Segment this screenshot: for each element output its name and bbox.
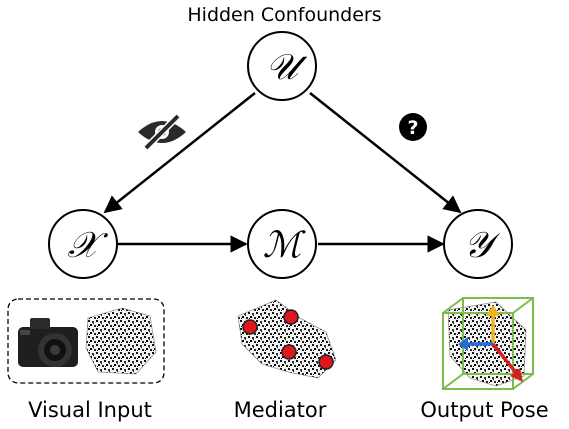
node-u: 𝒰 xyxy=(247,31,317,101)
pose-axis-forward xyxy=(491,342,519,376)
output-pose-illustration xyxy=(442,297,534,390)
node-y: 𝒴 xyxy=(443,209,513,279)
edge-u-to-y xyxy=(309,92,462,214)
edge-u-to-x xyxy=(103,92,256,214)
keypoint-marker xyxy=(281,344,297,360)
camera-icon xyxy=(18,318,78,367)
question-circle-icon: ? xyxy=(399,113,427,141)
bounding-box xyxy=(442,297,534,390)
visual-input-frame xyxy=(7,298,165,384)
mediator-illustration xyxy=(237,299,337,379)
eye-slash-icon xyxy=(138,113,186,151)
node-x: 𝒳 xyxy=(48,209,118,279)
hidden-confounders-title: Hidden Confounders xyxy=(187,4,382,26)
svg-text:?: ? xyxy=(407,117,418,139)
keypoint-marker xyxy=(242,319,258,335)
node-m-label: ℳ xyxy=(263,225,306,266)
mediator-caption: Mediator xyxy=(233,398,327,422)
output-pose-caption: Output Pose xyxy=(420,398,549,422)
visual-input-illustration xyxy=(7,298,165,384)
visual-input-caption: Visual Input xyxy=(28,398,152,422)
node-m: ℳ xyxy=(247,209,317,279)
keypoint-marker xyxy=(283,309,299,325)
object-point-cloud xyxy=(85,307,157,375)
keypoint-marker xyxy=(318,354,334,370)
